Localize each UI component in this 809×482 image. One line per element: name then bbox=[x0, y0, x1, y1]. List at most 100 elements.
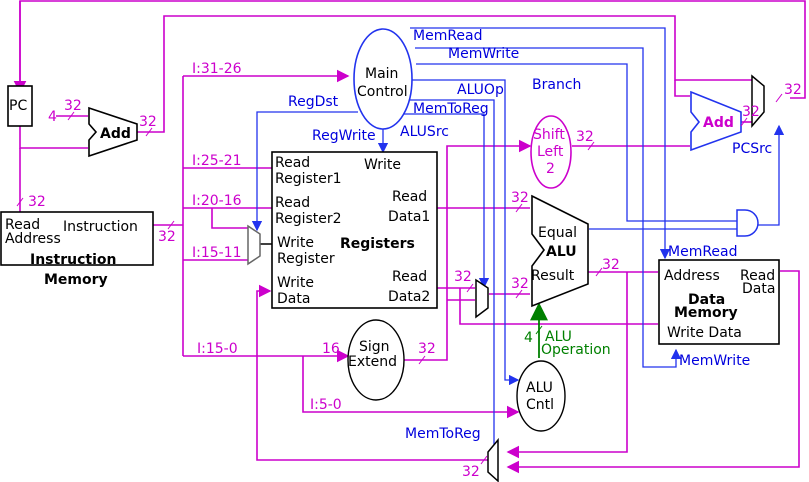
reg-read-reg2-b: Register2 bbox=[275, 211, 342, 227]
signal-memread: MemRead bbox=[413, 28, 483, 44]
reg-read-reg2-a: Read bbox=[275, 195, 310, 211]
alu-title: ALU bbox=[546, 244, 577, 260]
memtoreg-mux bbox=[487, 437, 499, 482]
dmem-title-2: Memory bbox=[674, 305, 738, 321]
sign-extend-line1: Sign bbox=[359, 339, 390, 355]
width-pc-add-in: 32 bbox=[64, 98, 82, 114]
width-read-data1: 32 bbox=[511, 190, 529, 206]
datapath-wires bbox=[13, 0, 806, 474]
reg-write-reg-a: Write bbox=[277, 235, 314, 251]
wire-result-to-wbmux bbox=[506, 272, 628, 459]
dmem-address-label: Address bbox=[664, 268, 720, 284]
imem-title-2: Memory bbox=[44, 272, 108, 288]
wire-regdst bbox=[251, 111, 358, 232]
control-wires bbox=[251, 27, 785, 448]
alu-operation-line1: ALU bbox=[545, 329, 572, 345]
shift-line3: 2 bbox=[546, 161, 555, 177]
sign-extend-line2: Extend bbox=[348, 354, 397, 370]
alu bbox=[531, 194, 589, 308]
branch-and-gate bbox=[736, 209, 759, 237]
registers-title: Registers bbox=[340, 236, 415, 252]
imem-address-label: Address bbox=[5, 231, 61, 247]
register-file bbox=[271, 151, 438, 309]
signal-memtoreg: MemToReg bbox=[413, 101, 489, 117]
const-4-label: 4 bbox=[48, 109, 57, 125]
alu-result-label: Result bbox=[531, 268, 575, 284]
reg-read-reg1-a: Read bbox=[275, 155, 310, 171]
sign-extend bbox=[347, 319, 405, 401]
shift-left-2 bbox=[530, 115, 572, 189]
alu-control bbox=[516, 360, 566, 432]
field-20-16: I:20-16 bbox=[192, 193, 242, 209]
alu-operation-line2: Operation bbox=[541, 342, 611, 358]
signal-pcsrc: PCSrc bbox=[732, 141, 772, 157]
wire-pc-to-add bbox=[19, 125, 88, 149]
signal-branch: Branch bbox=[532, 77, 581, 93]
wire-memwrite bbox=[415, 47, 682, 368]
width-alu-b: 32 bbox=[511, 276, 529, 292]
pc-register bbox=[7, 85, 33, 127]
alu-op-slash bbox=[535, 325, 543, 335]
imem-instruction-label: Instruction bbox=[63, 219, 138, 235]
dmem-read-label: Read bbox=[740, 268, 775, 284]
branch-adder-label: Add bbox=[703, 115, 734, 131]
alu-equal-label: Equal bbox=[538, 225, 577, 241]
main-control bbox=[353, 28, 413, 130]
imem-read-label: Read bbox=[5, 217, 40, 233]
field-15-0: I:15-0 bbox=[197, 341, 238, 357]
pc-adder-label: Add bbox=[100, 126, 131, 142]
width-shift-out: 32 bbox=[576, 129, 594, 145]
width-writeback: 32 bbox=[462, 464, 480, 480]
field-5-0: I:5-0 bbox=[310, 397, 342, 413]
wire-pc4-to-branch-add bbox=[674, 80, 690, 97]
signal-memwrite: MemWrite bbox=[448, 46, 519, 62]
width-signext-out: 32 bbox=[418, 341, 436, 357]
wire-rd2-to-dmem bbox=[459, 288, 658, 325]
alusrc-mux bbox=[475, 278, 489, 319]
wire-funct bbox=[302, 356, 520, 419]
wire-writeback bbox=[256, 284, 488, 461]
alu-control-line2: Cntl bbox=[526, 397, 554, 413]
wire-alusrc bbox=[395, 113, 490, 289]
width-branch-add-out: 32 bbox=[742, 104, 760, 120]
reg-write-reg-b: Register bbox=[277, 251, 335, 267]
reg-read-reg1-b: Register1 bbox=[275, 171, 342, 187]
width-read-data2: 32 bbox=[454, 269, 472, 285]
wire-pc-plus-4 bbox=[137, 15, 752, 133]
signal-wb-memtoreg: MemToReg bbox=[405, 426, 481, 442]
wire-branch bbox=[416, 63, 737, 222]
width-signext-in: 16 bbox=[322, 341, 340, 357]
main-control-line1: Main bbox=[365, 66, 398, 82]
reg-read-data2-a: Read bbox=[392, 269, 427, 285]
reg-read-data2-b: Data2 bbox=[388, 289, 430, 305]
signal-dmem-memread: MemRead bbox=[668, 244, 738, 260]
alu-control-line1: ALU bbox=[526, 380, 553, 396]
wire-dmem-read bbox=[506, 270, 800, 474]
imem-title-1: Instruction bbox=[30, 252, 116, 268]
pc-label: PC bbox=[9, 98, 27, 114]
field-15-11: I:15-11 bbox=[192, 245, 242, 261]
dmem-write-data-label: Write Data bbox=[667, 325, 742, 341]
signal-aluop: ALUOp bbox=[457, 82, 504, 98]
dmem-title-1: Data bbox=[688, 292, 725, 308]
width-alu-op: 4 bbox=[524, 330, 533, 346]
pc-adder bbox=[88, 106, 138, 158]
wire-signext-out bbox=[404, 139, 532, 361]
reg-read-data1-a: Read bbox=[392, 189, 427, 205]
width-pc-out: 32 bbox=[28, 194, 46, 210]
main-control-line2: Control bbox=[357, 84, 408, 100]
field-25-21: I:25-21 bbox=[192, 153, 242, 169]
field-31-26: I:31-26 bbox=[192, 61, 242, 77]
wire-aluop bbox=[402, 79, 520, 386]
branch-adder bbox=[690, 90, 742, 152]
width-instruction: 32 bbox=[158, 229, 176, 245]
width-pc-add-out: 32 bbox=[139, 114, 157, 130]
wire-pcsrc bbox=[757, 124, 785, 226]
shift-line1: Shift bbox=[533, 127, 565, 143]
wire-memread bbox=[410, 27, 671, 260]
shift-line2: Left bbox=[537, 144, 564, 160]
reg-write-label: Write bbox=[364, 157, 401, 173]
signal-dmem-memwrite: MemWrite bbox=[679, 353, 750, 369]
data-memory bbox=[658, 259, 780, 345]
